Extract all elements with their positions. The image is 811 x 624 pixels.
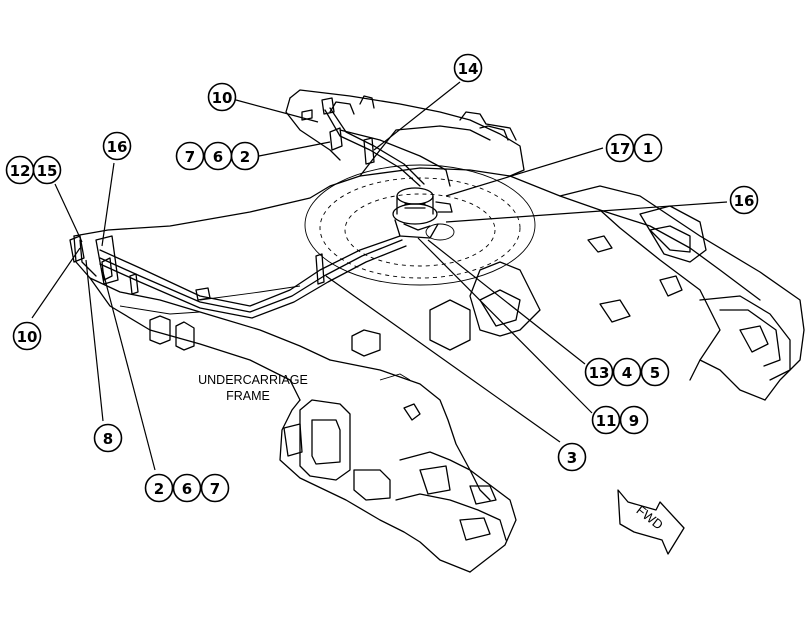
callout-circle — [557, 442, 587, 472]
callout-number: 11 — [596, 412, 617, 430]
swing-ring — [304, 164, 536, 286]
callout-number: 10 — [17, 328, 38, 346]
hose-lines — [99, 97, 451, 319]
callout-circle — [207, 82, 237, 112]
callout-number: 17 — [610, 140, 631, 158]
callout-15: 15 — [32, 155, 62, 185]
callout-2-bottom: 2 — [144, 473, 174, 503]
callout-8: 8 — [93, 423, 123, 453]
center-swivel-joint — [392, 187, 453, 239]
callout-number: 9 — [629, 412, 639, 430]
callout-circle — [32, 155, 62, 185]
callout-number: 1 — [643, 140, 653, 158]
callout-number: 3 — [567, 449, 577, 467]
callout-10-left: 10 — [12, 321, 42, 351]
callout-12: 12 — [5, 155, 35, 185]
callout-circle — [144, 473, 174, 503]
callout-10-top: 10 — [207, 82, 237, 112]
callout-number: 13 — [589, 364, 610, 382]
callout-number: 14 — [458, 60, 479, 78]
callout-4: 4 — [612, 357, 642, 387]
callout-circle — [93, 423, 123, 453]
callout-number: 16 — [734, 192, 755, 210]
callout-7-bottom: 7 — [200, 473, 230, 503]
callout-circle — [633, 133, 663, 163]
callout-number: 15 — [37, 162, 58, 180]
callout-14: 14 — [453, 53, 483, 83]
callout-1: 1 — [633, 133, 663, 163]
callout-circle — [584, 357, 614, 387]
callout-9: 9 — [619, 405, 649, 435]
callout-circle — [12, 321, 42, 351]
callout-16-left: 16 — [102, 131, 132, 161]
frame-label-line2: FRAME — [226, 389, 270, 403]
callout-2-top: 2 — [230, 141, 260, 171]
callout-circle — [619, 405, 649, 435]
callout-circle — [200, 473, 230, 503]
callout-5: 5 — [640, 357, 670, 387]
callout-circle — [605, 133, 635, 163]
callout-circle — [102, 131, 132, 161]
callout-6-bottom: 6 — [172, 473, 202, 503]
callout-number: 2 — [240, 148, 250, 166]
callout-number: 12 — [10, 162, 31, 180]
callout-17: 17 — [605, 133, 635, 163]
fwd-label: FWD — [633, 502, 666, 532]
callout-16-right: 16 — [729, 185, 759, 215]
callout-circle — [591, 405, 621, 435]
callout-3: 3 — [557, 442, 587, 472]
callout-number: 7 — [210, 480, 220, 498]
callout-number: 6 — [213, 148, 223, 166]
callout-number: 4 — [622, 364, 632, 382]
callout-circle — [640, 357, 670, 387]
callout-circle — [729, 185, 759, 215]
leader-lines — [31, 81, 728, 471]
callout-number: 16 — [107, 138, 128, 156]
callout-11: 11 — [591, 405, 621, 435]
fwd-arrow: FWD — [617, 489, 685, 555]
callout-circle — [175, 141, 205, 171]
callout-circle — [453, 53, 483, 83]
callout-number: 7 — [185, 148, 195, 166]
callout-number: 10 — [212, 89, 233, 107]
callout-number: 6 — [182, 480, 192, 498]
callout-number: 5 — [650, 364, 660, 382]
callout-number: 8 — [103, 430, 113, 448]
callout-number: 2 — [154, 480, 164, 498]
frame-label-line1: UNDERCARRIAGE — [198, 373, 308, 387]
callout-6-top: 6 — [203, 141, 233, 171]
callout-13: 13 — [584, 357, 614, 387]
callout-circle — [230, 141, 260, 171]
callout-circle — [612, 357, 642, 387]
callout-circle — [172, 473, 202, 503]
callout-7-top: 7 — [175, 141, 205, 171]
